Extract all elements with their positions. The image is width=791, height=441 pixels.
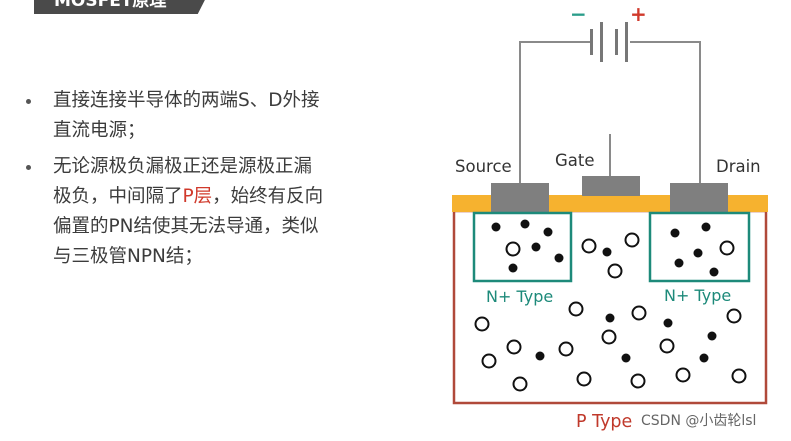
p-substrate [452,209,768,405]
electron [701,222,711,232]
gate-label: Gate [555,151,595,170]
n-left-label: N+ Type [486,287,554,306]
hole [624,232,640,248]
n-region-left [472,211,573,283]
electron [491,222,501,232]
text-segment: 极负，中间隔了 [53,186,183,207]
hole [631,305,647,321]
hole [505,241,521,257]
source-label: Source [455,157,512,176]
battery-plate [600,22,603,62]
battery-plate [590,29,593,55]
hole [581,238,597,254]
battery-plate [625,22,628,62]
electron [508,263,518,273]
electron [663,318,673,328]
hole [726,308,742,324]
drain-label: Drain [716,157,761,176]
bullet-line: 直接连接半导体的两端S、D外接 [53,90,320,111]
electron [707,331,717,341]
bullet-dot [26,99,31,104]
hole [719,240,735,256]
hole [558,341,574,357]
hole [568,301,584,317]
bullet-list: 直接连接半导体的两端S、D外接 直流电源； 无论源极负漏极正还是源极正漏 极负，… [26,86,366,278]
battery-plus: + [630,2,647,26]
bullet-item: 无论源极负漏极正还是源极正漏 极负，中间隔了P层，始终有反向 偏置的PN结使其无… [26,152,366,272]
page-title: MOSFET原理 [54,0,167,11]
hole [601,329,617,345]
electron [531,242,541,252]
hole [481,353,497,369]
bullet-line: 与三极管NPN结； [53,246,203,267]
title-banner: MOSFET原理 [34,0,212,14]
hole [576,371,592,387]
battery-plate [615,29,618,55]
gate-electrode [582,176,640,196]
bullet-line: 无论源极负漏极正还是源极正漏 [53,156,313,177]
bullet-item: 直接连接半导体的两端S、D外接 直流电源； [26,86,366,146]
hole [675,367,691,383]
highlight-text: P层 [182,186,213,207]
source-electrode [491,183,549,212]
battery-minus: − [570,2,587,26]
hole [506,339,522,355]
electron [602,247,612,257]
watermark: CSDN @小齿轮lsl [641,413,757,429]
n-region-right [648,211,751,283]
wire-drain [630,41,701,184]
bullet-line: 直流电源； [53,120,146,141]
wire-source [519,41,590,184]
hole [474,316,490,332]
text-segment: ，始终有反向 [212,186,324,207]
electron [693,248,703,258]
bullet-dot [26,165,31,170]
electron [699,353,709,363]
electron [535,351,545,361]
electron [670,228,680,238]
electron [674,258,684,268]
bullet-line: 极负，中间隔了P层，始终有反向 [53,182,366,212]
p-type-label: P Type [576,412,633,432]
electron [621,353,631,363]
hole [607,263,623,279]
bullet-line: 偏置的PN结使其无法导通，类似 [53,216,319,237]
electron [554,253,564,263]
hole [731,368,747,384]
electron [709,267,719,277]
electron [605,313,615,323]
hole [659,338,675,354]
drain-electrode [670,183,728,212]
hole [512,376,528,392]
electron [520,219,530,229]
n-right-label: N+ Type [664,286,732,305]
electron [543,227,553,237]
hole [630,373,646,389]
